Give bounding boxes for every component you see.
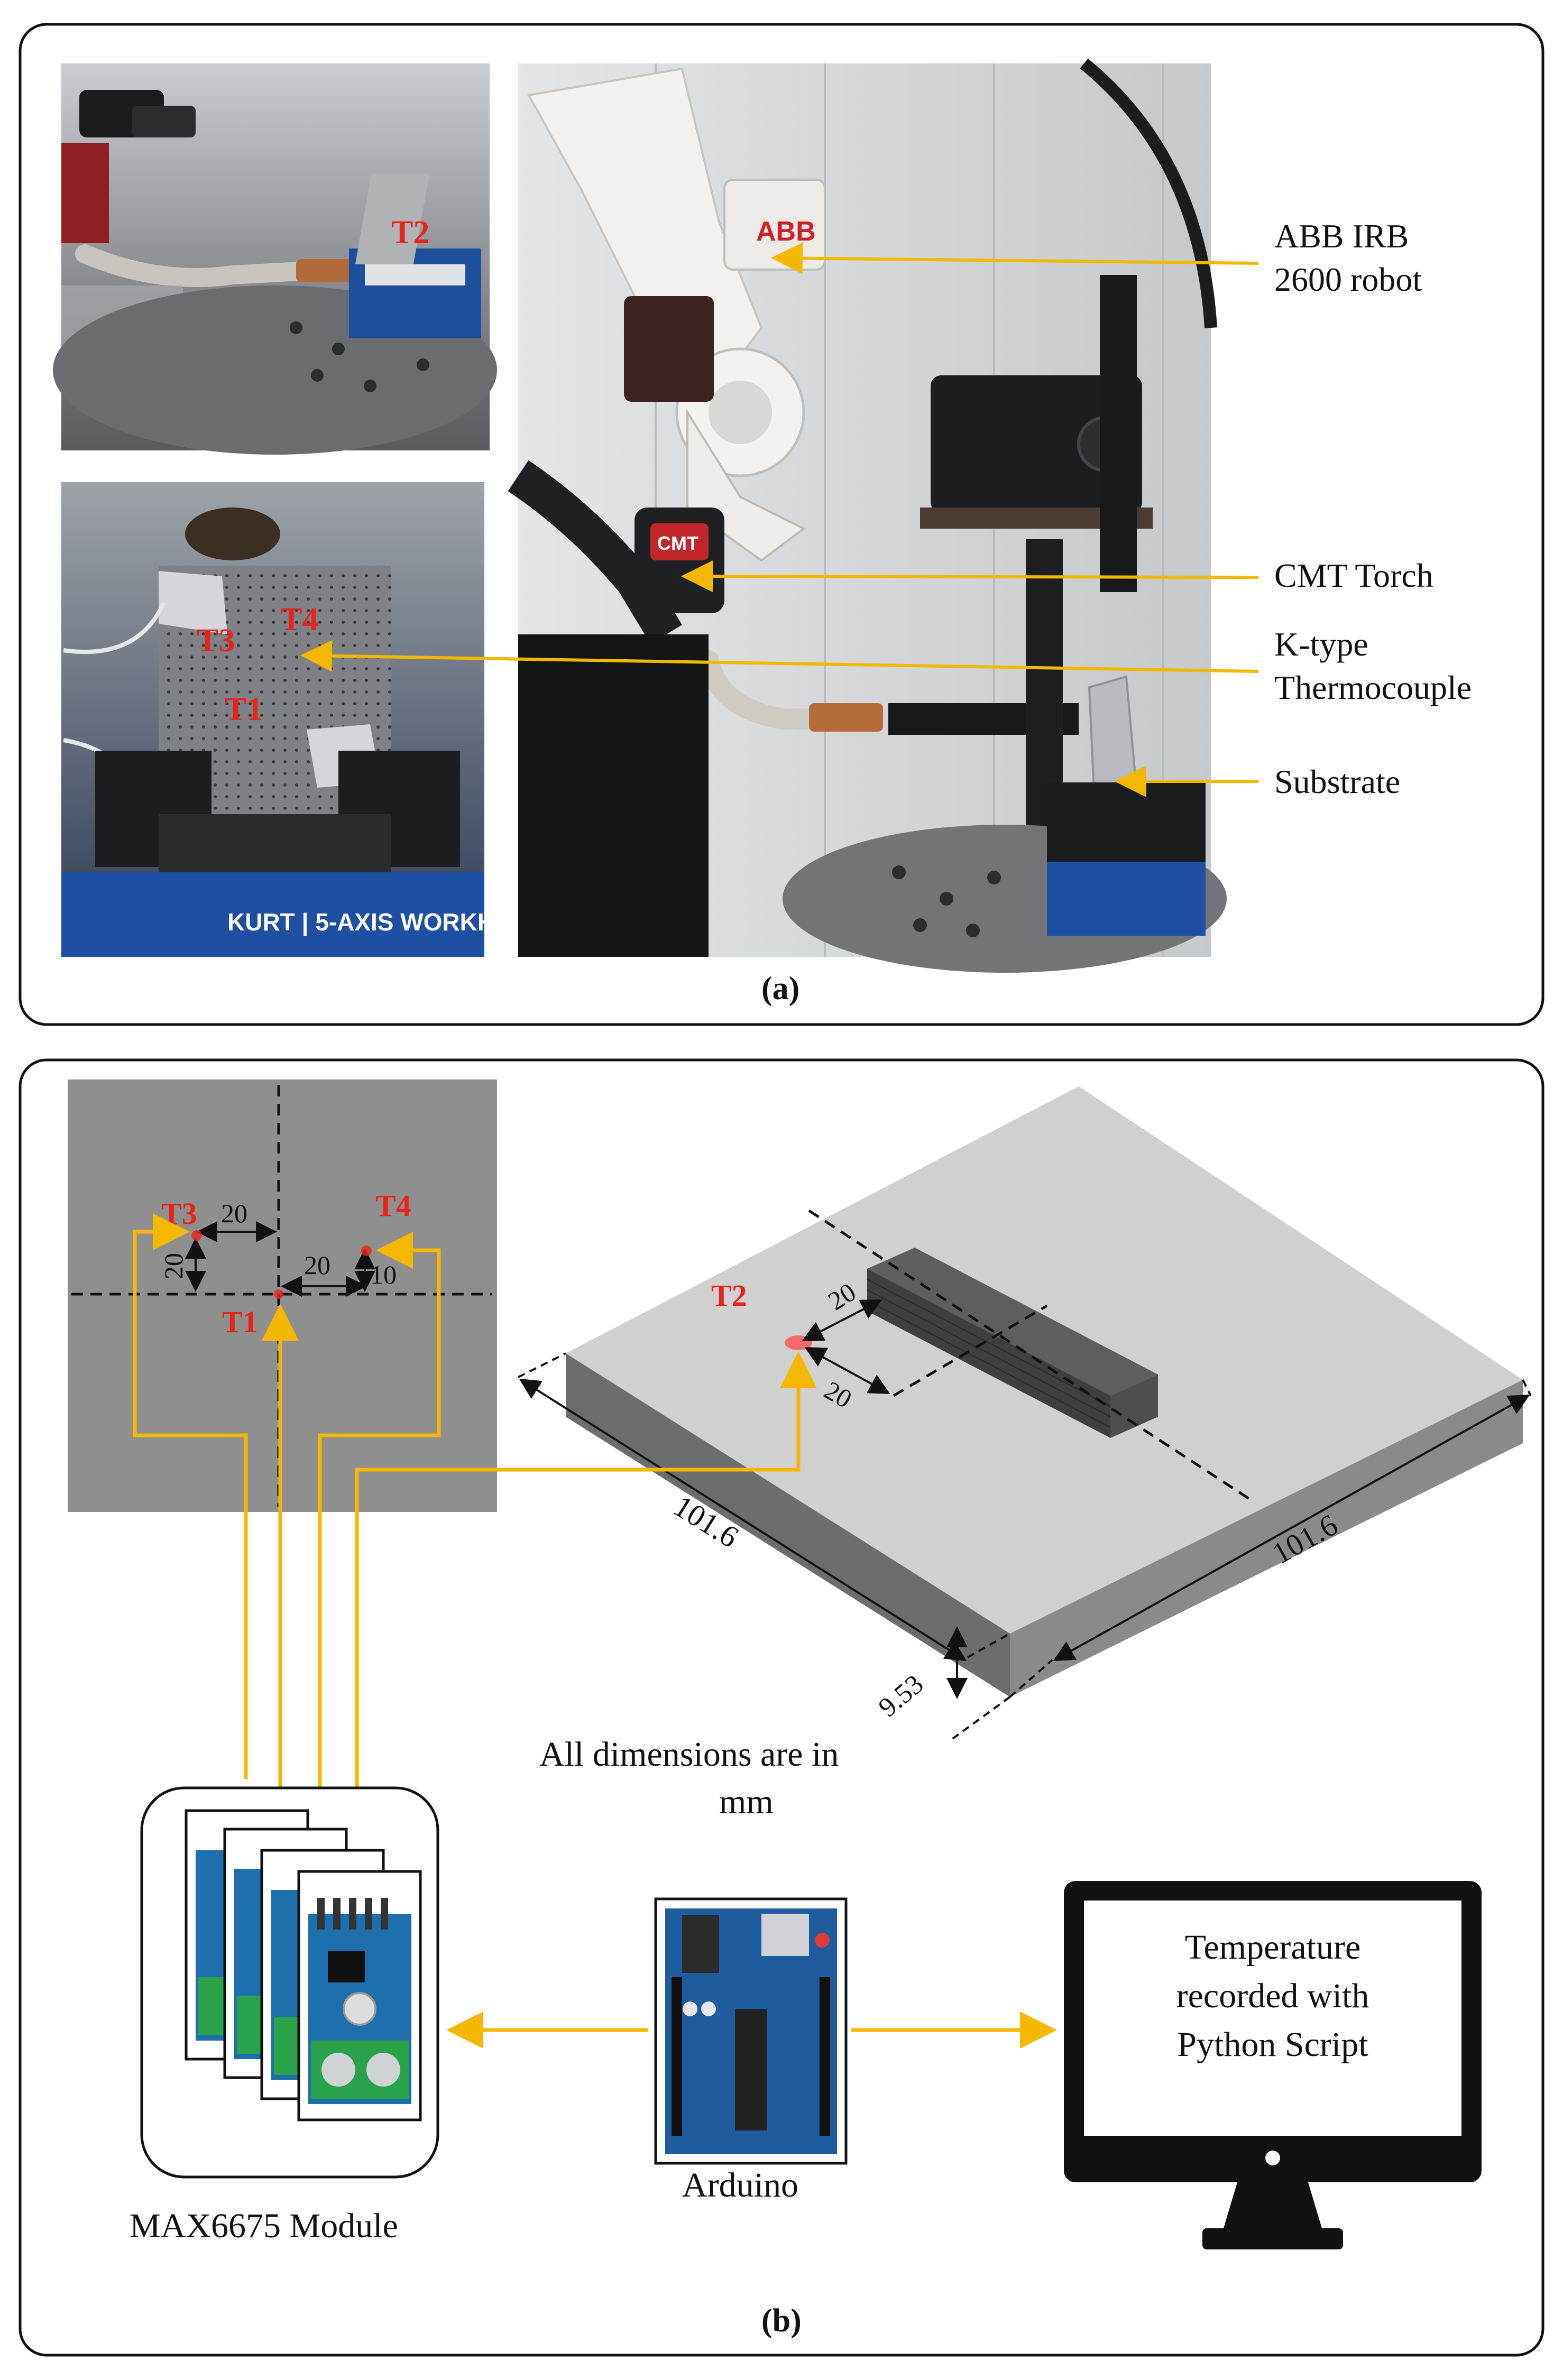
max6675-board-4: [297, 1870, 422, 2121]
photo2-label-T3: T3: [197, 623, 235, 659]
plate-label-T3: T3: [161, 1196, 197, 1231]
arduino-label: Arduino: [682, 2166, 798, 2204]
panel-a-callouts: [300, 242, 1259, 797]
panel-b-caption: (b): [761, 2303, 802, 2339]
arduino-board: [654, 1897, 848, 2165]
plate-label-T4: T4: [375, 1188, 411, 1223]
dimensions-note-line1: All dimensions are in: [539, 1735, 839, 1774]
monitor-text-line3: Python Script: [1177, 2025, 1368, 2064]
thermocouple-wires: [133, 1213, 817, 1840]
photo-thermocouple-wall: KURT | 5-AXIS WORKHOLDING T3 T4 T1: [61, 482, 590, 957]
plate-dim-t4-horizontal: 20: [304, 1250, 330, 1280]
callout-torch: CMT Torch: [1274, 557, 1433, 594]
monitor-text-line2: recorded with: [1176, 1977, 1369, 2015]
callout-thermocouple-line1: K-type: [1274, 625, 1368, 663]
callout-thermocouple-line2: Thermocouple: [1274, 669, 1472, 706]
plate-dim-t3-horizontal: 20: [221, 1198, 247, 1228]
monitor-text-line1: Temperature: [1185, 1928, 1361, 1967]
monitor-icon: [1064, 1881, 1482, 2249]
photo2-label-T1: T1: [225, 691, 263, 727]
photo-torch-closeup: T2: [53, 63, 497, 455]
max6675-module-group: [140, 1786, 439, 2179]
callout-robot-line2: 2600 robot: [1274, 261, 1422, 298]
callout-robot-line1: ABB IRB: [1274, 217, 1409, 255]
photo1-label-T2: T2: [391, 215, 429, 251]
plate-dim-t3-vertical: 20: [159, 1253, 188, 1279]
callout-substrate: Substrate: [1274, 763, 1400, 800]
plate-label-T1: T1: [222, 1305, 258, 1339]
panel-a-caption: (a): [761, 971, 799, 1007]
robot-abb-logo: ABB: [756, 216, 816, 247]
dimensions-note-line2: mm: [719, 1783, 774, 1821]
photo2-label-T4: T4: [280, 602, 318, 638]
max6675-module-label: MAX6675 Module: [130, 2207, 398, 2245]
plate-dim-t4-vertical: 10: [370, 1260, 397, 1289]
torch-cmt-badge: CMT: [657, 532, 698, 554]
plate-front-view: T3 T4 T1 20 20 20 10: [68, 1080, 497, 1512]
photo-robot-setup: ABB CMT: [508, 58, 1227, 973]
substrate-label-T2: T2: [711, 1278, 747, 1313]
